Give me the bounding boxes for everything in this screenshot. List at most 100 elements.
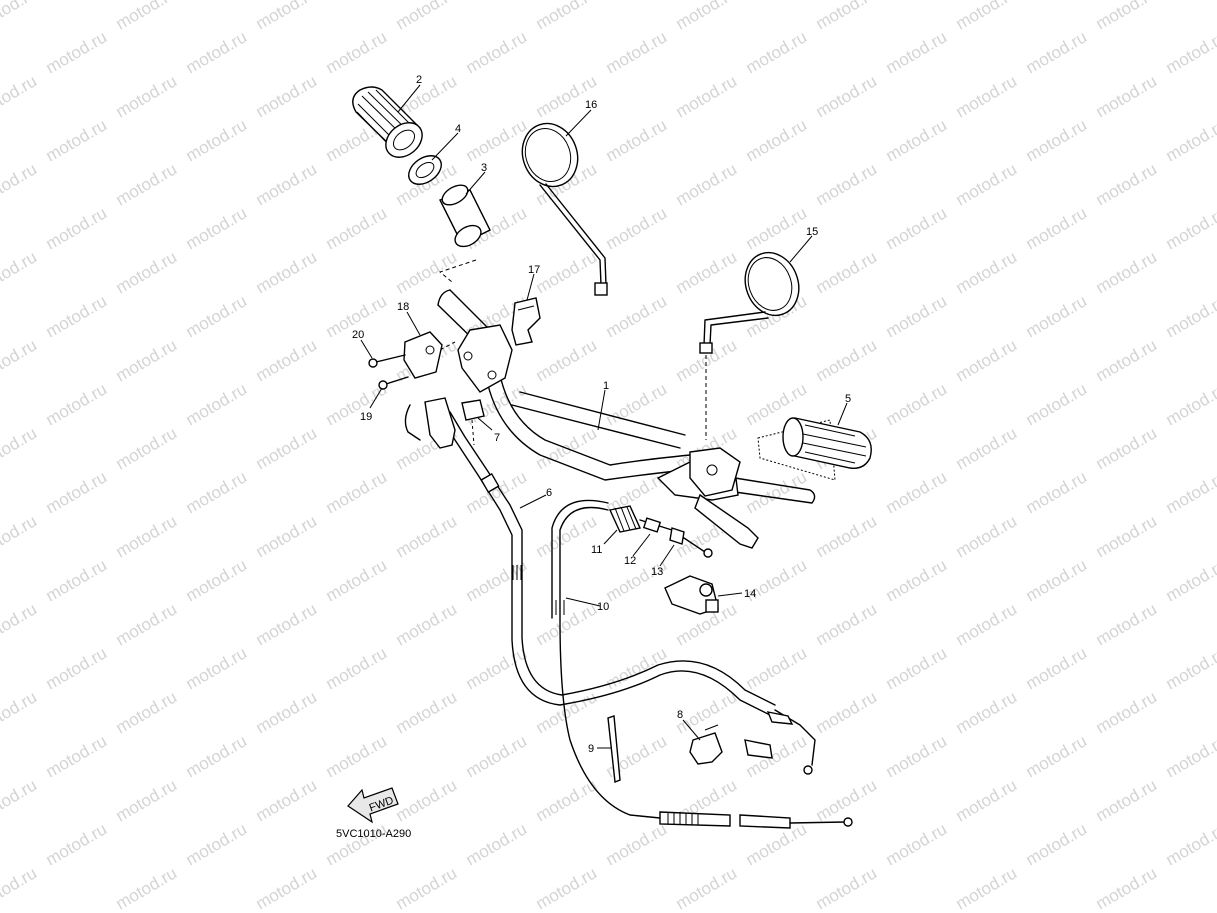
watermark-text: motod.ru <box>323 555 391 605</box>
watermark-text: motod.ru <box>253 71 321 121</box>
callout-label: 10 <box>597 601 609 613</box>
watermark-text: motod.ru <box>533 599 601 649</box>
throttle-tube <box>438 184 491 283</box>
watermark-text: motod.ru <box>323 203 391 253</box>
watermark-text: motod.ru <box>113 247 181 297</box>
watermark-text: motod.ru <box>533 0 601 33</box>
watermark-text: motod.ru <box>673 159 741 209</box>
watermark-text: motod.ru <box>533 247 601 297</box>
watermark-text: motod.ru <box>1093 687 1161 737</box>
watermark-text: motod.ru <box>0 423 40 473</box>
mirror-left <box>699 251 800 440</box>
callout-label: 17 <box>528 264 540 276</box>
callout-label: 12 <box>624 555 636 567</box>
watermark-text: motod.ru <box>1163 115 1217 165</box>
watermark-text: motod.ru <box>43 379 111 429</box>
watermark-text: motod.ru <box>113 511 181 561</box>
watermark-text: motod.ru <box>463 731 531 781</box>
watermark-text: motod.ru <box>1093 599 1161 649</box>
callout-label: 20 <box>352 329 364 341</box>
callout-labels: 2 4 3 5 1 6 7 8 9 10 11 12 13 14 15 16 1… <box>352 74 851 755</box>
watermark-text: motod.ru <box>813 687 881 737</box>
watermark-text: motod.ru <box>113 863 181 913</box>
watermark-text: motod.ru <box>883 379 951 429</box>
watermark-text: motod.ru <box>0 511 40 561</box>
watermark-text: motod.ru <box>0 863 40 913</box>
watermark-text: motod.ru <box>463 643 531 693</box>
watermark-text: motod.ru <box>1023 731 1091 781</box>
watermark-text: motod.ru <box>603 203 671 253</box>
watermark-text: motod.ru <box>743 467 811 517</box>
washer <box>408 155 442 185</box>
watermark-text: motod.ru <box>253 159 321 209</box>
callout-label: 8 <box>677 709 683 721</box>
watermark-text: motod.ru <box>743 115 811 165</box>
watermark-text: motod.ru <box>43 115 111 165</box>
watermark-text: motod.ru <box>253 599 321 649</box>
watermark-text: motod.ru <box>1093 71 1161 121</box>
diagram-code: 5VC1010-A290 <box>336 828 411 840</box>
watermark-text: motod.ru <box>953 0 1021 33</box>
watermark-text: motod.ru <box>953 599 1021 649</box>
watermark-text: motod.ru <box>183 467 251 517</box>
watermark-text: motod.ru <box>743 203 811 253</box>
watermark-text: motod.ru <box>1093 335 1161 385</box>
watermark-text: motod.ru <box>953 71 1021 121</box>
watermark-text: motod.ru <box>0 0 40 33</box>
watermark-text: motod.ru <box>43 27 111 77</box>
watermark-text: motod.ru <box>1023 555 1091 605</box>
watermark-text: motod.ru <box>43 555 111 605</box>
watermark-text: motod.ru <box>253 511 321 561</box>
watermark-text: motod.ru <box>183 819 251 869</box>
watermark-text: motod.ru <box>1163 291 1217 341</box>
watermark-text: motod.ru <box>953 159 1021 209</box>
watermark-text: motod.ru <box>883 27 951 77</box>
watermark-text: motod.ru <box>393 511 461 561</box>
watermark-text: motod.ru <box>953 335 1021 385</box>
fwd-arrow-icon: FWD <box>347 787 399 824</box>
watermark-text: motod.ru <box>323 27 391 77</box>
throttle-housing <box>439 324 513 393</box>
watermark-text: motod.ru <box>813 0 881 33</box>
watermark-text: motod.ru <box>183 115 251 165</box>
watermark-text: motod.ru <box>323 643 391 693</box>
watermark-text: motod.ru <box>113 599 181 649</box>
watermark-text: motod.ru <box>883 467 951 517</box>
watermark-text: motod.ru <box>1163 819 1217 869</box>
callout-label: 11 <box>591 544 602 556</box>
throttle-cover <box>403 331 443 379</box>
watermark-text: motod.ru <box>603 291 671 341</box>
watermark-text: motod.ru <box>883 819 951 869</box>
watermark-text: motod.ru <box>743 27 811 77</box>
watermark-text: motod.ru <box>743 731 811 781</box>
watermark-text: motod.ru <box>0 335 40 385</box>
watermark-text: motod.ru <box>0 687 40 737</box>
watermark-text: motod.ru <box>393 599 461 649</box>
callout-label: 9 <box>588 743 594 755</box>
watermark-text: motod.ru <box>253 775 321 825</box>
watermark-text: motod.ru <box>953 423 1021 473</box>
watermark-text: motod.ru <box>113 775 181 825</box>
watermark-text: motod.ru <box>253 335 321 385</box>
grip-cap <box>511 297 541 346</box>
watermark-text: motod.ru <box>883 291 951 341</box>
handlebar <box>437 289 816 504</box>
watermark-text: motod.ru <box>1023 643 1091 693</box>
watermark-text: motod.ru <box>183 731 251 781</box>
watermark-text: motod.ru <box>1093 0 1161 33</box>
watermark-text: motod.ru <box>533 335 601 385</box>
watermark-text: motod.ru <box>0 159 40 209</box>
callout-label: 15 <box>806 226 818 238</box>
watermark-text: motod.ru <box>1093 159 1161 209</box>
watermark-text: motod.ru <box>603 819 671 869</box>
watermark-text: motod.ru <box>0 775 40 825</box>
watermark-text: motod.ru <box>533 863 601 913</box>
watermark-text: motod.ru <box>1163 555 1217 605</box>
watermark-text: motod.ru <box>673 71 741 121</box>
watermark-text: motod.ru <box>1093 863 1161 913</box>
watermark-text: motod.ru <box>463 467 531 517</box>
callout-label: 4 <box>455 123 461 135</box>
watermark-text: motod.ru <box>43 819 111 869</box>
watermark-text: motod.ru <box>113 687 181 737</box>
